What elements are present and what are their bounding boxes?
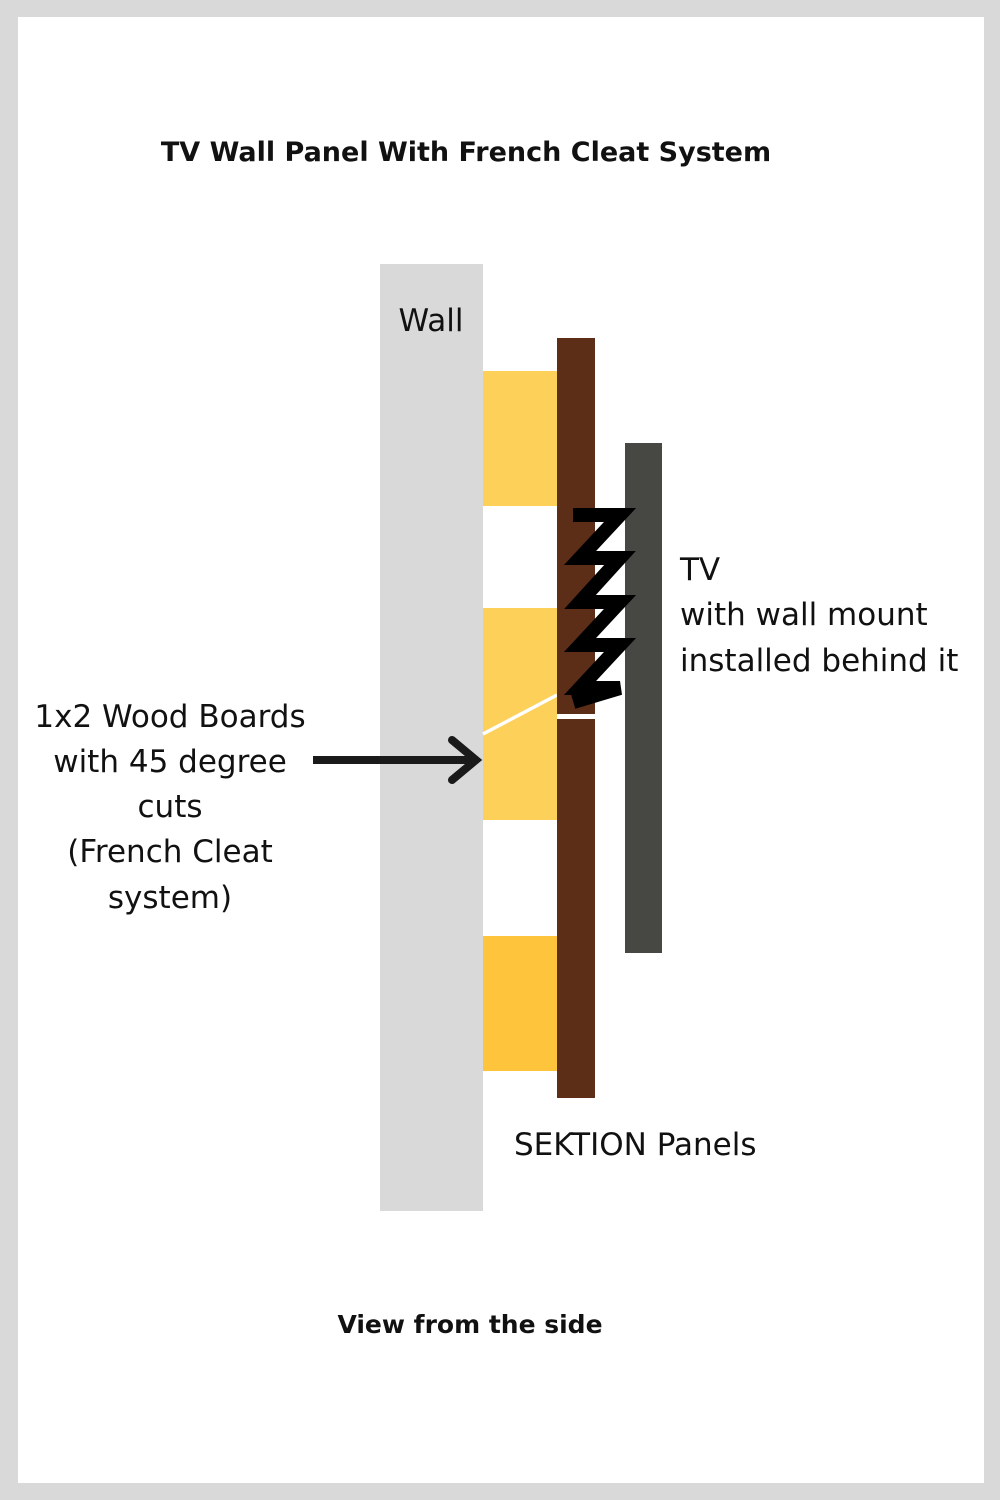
- wall-mount: [563, 508, 637, 709]
- diagram-caption: View from the side: [337, 1310, 602, 1339]
- boards-label-line5: system): [108, 880, 232, 916]
- cleat-cut-line: [482, 693, 558, 736]
- wood-board-bottom: [483, 936, 558, 1071]
- boards-label-line3: cuts: [138, 789, 203, 825]
- tv-label-line1: TV: [679, 552, 720, 588]
- boards-label-line4: (French Cleat: [67, 834, 272, 870]
- panel-split-line: [557, 714, 595, 719]
- diagram-title: TV Wall Panel With French Cleat System: [161, 137, 771, 168]
- wall: [380, 264, 483, 1211]
- boards-label-line2: with 45 degree: [53, 744, 287, 780]
- tv-label-line2: with wall mount: [680, 597, 928, 633]
- wall-label: Wall: [399, 303, 464, 339]
- arrow-right-icon: [313, 736, 483, 784]
- sektion-panels-label: SEKTION Panels: [514, 1127, 757, 1163]
- boards-label-line1: 1x2 Wood Boards: [34, 699, 305, 735]
- wood-board-top: [483, 371, 558, 506]
- tv: [625, 443, 662, 953]
- tv-label-line3: installed behind it: [680, 643, 958, 679]
